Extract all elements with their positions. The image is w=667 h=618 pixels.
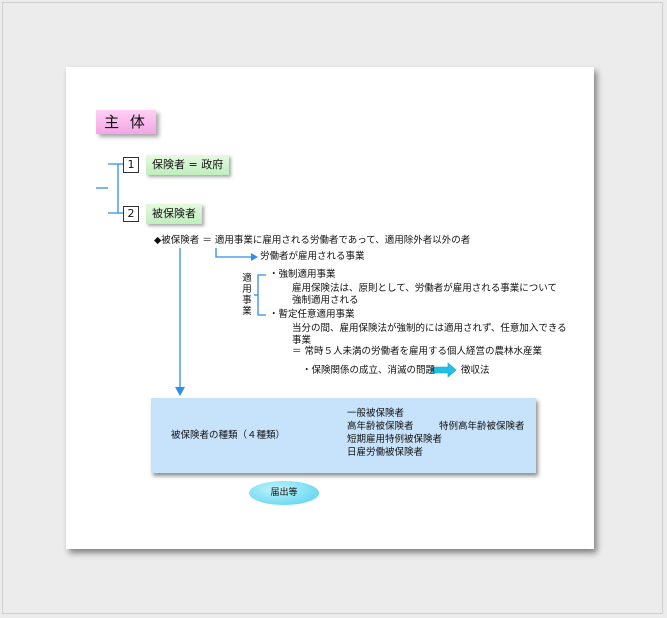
- mandatory-business-heading: ・強制適用事業: [269, 269, 336, 280]
- item-2-number: 2: [123, 206, 139, 222]
- insured-types-label: 被保険者の種類（４種類）: [171, 430, 286, 441]
- item-1-box: 保険者 = 政府: [146, 155, 230, 175]
- voluntary-business-desc-1: 当分の間、雇用保険法が強制的には適用されず、任意加入できる: [292, 323, 567, 334]
- mandatory-business-desc-1: 雇用保険法は、原則として、労働者が雇用される事業について: [292, 283, 557, 294]
- insured-types-box: 被保険者の種類（４種類） 一般被保険者 高年齢被保険者 特例高年齢被保険者 短期…: [151, 398, 536, 473]
- mandatory-business-desc-2: 強制適用される: [292, 295, 359, 306]
- insured-type-general: 一般被保険者: [347, 408, 405, 419]
- item-2-box: 被保険者: [146, 204, 202, 224]
- notification-callout: 届出等: [249, 481, 319, 505]
- collection-law-label: 徴収法: [461, 365, 490, 376]
- insured-type-special-elderly: 特例高年齢被保険者: [439, 421, 525, 432]
- employer-business-label: 労働者が雇用される事業: [260, 251, 365, 262]
- applicable-business-vertical-label: 適 用 事 業: [242, 273, 252, 317]
- voluntary-business-heading: ・暫定任意適用事業: [269, 309, 355, 320]
- item-1-number: 1: [123, 157, 139, 173]
- slide: 主 体 1 保険者 = 政府 2 被保険者 ◆被保険者 ＝ 適用事業に雇用される…: [66, 67, 594, 549]
- page-title: 主 体: [96, 110, 156, 134]
- insured-type-day-laborer: 日雇労働被保険者: [347, 447, 424, 458]
- insurance-relation-note: ・保険関係の成立、消滅の問題: [302, 365, 436, 376]
- voluntary-business-desc-3: ＝ 常時５人未満の労働者を雇用する個人経営の農林水産業: [292, 346, 543, 357]
- insured-type-short-term: 短期雇用特例被保険者: [347, 434, 443, 445]
- insured-type-elderly: 高年齢被保険者: [347, 421, 414, 432]
- insured-definition: ◆被保険者 ＝ 適用事業に雇用される労働者であって、適用除外者以外の者: [154, 235, 471, 246]
- connector-lines: [96, 163, 457, 456]
- voluntary-business-desc-2: 事業: [292, 335, 312, 346]
